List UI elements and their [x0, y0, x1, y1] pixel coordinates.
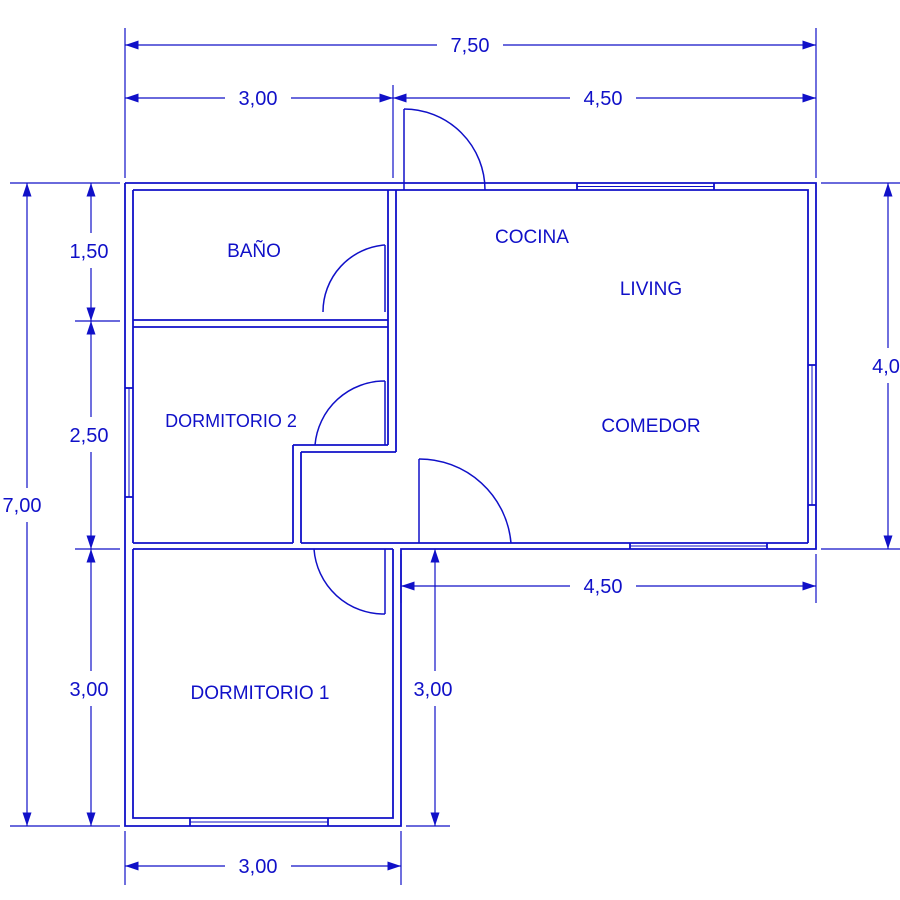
- dim-right-height: 4,0: [872, 356, 900, 378]
- room-labels: BAÑO COCINA LIVING COMEDOR DORMITORIO 2 …: [165, 227, 700, 704]
- dim-left-dormitorio-2: 2,50: [70, 425, 109, 447]
- door-bano: [322, 244, 386, 313]
- window-left: [125, 387, 133, 498]
- dim-top-right-width: 4,50: [584, 88, 623, 110]
- room-label-living: LIVING: [620, 279, 682, 300]
- dimension-lines: [10, 28, 900, 885]
- room-label-dormitorio-2: DORMITORIO 2: [165, 411, 297, 431]
- doors: [313, 108, 512, 615]
- door-living-corridor: [418, 458, 512, 544]
- door-entrance: [403, 108, 486, 191]
- window-right: [808, 364, 816, 506]
- dim-inner-bottom-height: 3,00: [414, 679, 453, 701]
- room-label-comedor: COMEDOR: [601, 416, 700, 437]
- inner-wall-dorm1: [132, 549, 394, 819]
- door-dormitorio-1: [313, 548, 386, 615]
- window-top: [576, 183, 715, 190]
- window-bottom-living: [629, 543, 768, 549]
- dimension-labels: 7,50 3,00 4,50 7,00 1,50 2,50 3,00 4,0 4…: [3, 35, 900, 878]
- inner-wall-top: [133, 189, 809, 543]
- walls: [124, 182, 817, 827]
- outer-wall: [124, 182, 817, 827]
- dim-left-dormitorio-1: 3,00: [70, 679, 109, 701]
- room-label-cocina: COCINA: [495, 227, 569, 248]
- door-dormitorio-2: [314, 380, 386, 446]
- dim-top-left-width: 3,00: [239, 88, 278, 110]
- dim-total-width: 7,50: [451, 35, 490, 57]
- window-bottom-dorm1: [189, 818, 329, 826]
- dim-left-bano: 1,50: [70, 241, 109, 263]
- dim-total-height: 7,00: [3, 495, 42, 517]
- dim-bottom-width: 3,00: [239, 856, 278, 878]
- room-label-dormitorio-1: DORMITORIO 1: [191, 683, 330, 704]
- room-label-bano: BAÑO: [227, 240, 281, 262]
- dim-inner-right-width: 4,50: [584, 576, 623, 598]
